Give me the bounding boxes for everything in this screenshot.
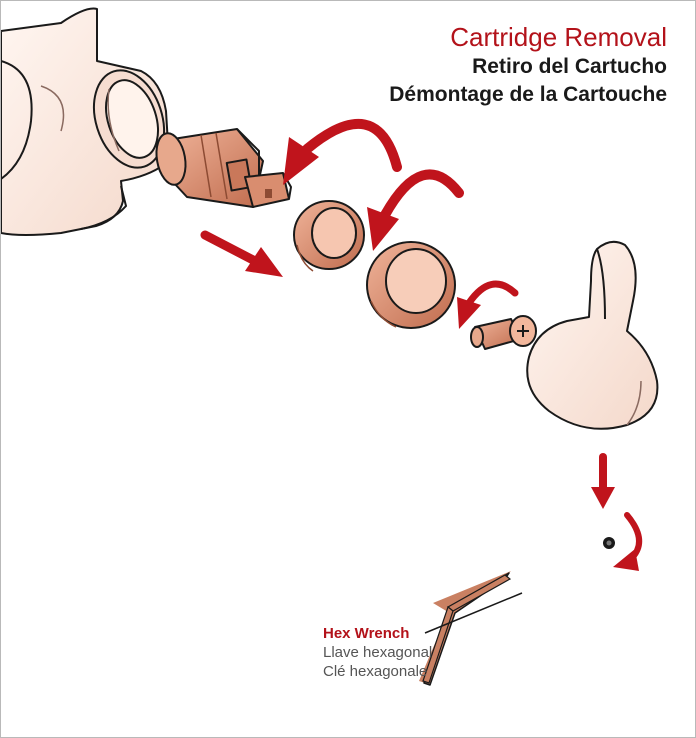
trim-collar: [366, 241, 456, 329]
faucet-body: [1, 7, 170, 236]
title-english: Cartridge Removal: [450, 22, 667, 52]
set-screw: [603, 537, 615, 549]
rotate-arrow-2: [367, 169, 464, 251]
title-block: Cartridge Removal Retiro del Cartucho Dé…: [389, 21, 667, 109]
rotate-arrow-1: [283, 118, 402, 185]
cartridge: [155, 128, 292, 208]
pull-arrow: [200, 230, 283, 277]
rotate-arrow-4: [613, 512, 642, 571]
retaining-nut: [293, 200, 365, 272]
down-arrow: [591, 453, 615, 509]
hex-wrench-label-french: Clé hexagonale: [323, 663, 428, 680]
title-spanish: Retiro del Cartucho: [472, 55, 667, 78]
faucet-handle: [526, 240, 659, 430]
hex-wrench-body: [422, 574, 512, 684]
hex-wrench-label-english: Hex Wrench: [323, 625, 410, 642]
hex-wrench-callout: Hex Wrench Llave hexagonal Clé hexagonal…: [323, 624, 432, 681]
handle-screw: [470, 315, 537, 350]
hex-wrench-leader-line: [424, 592, 523, 634]
title-french: Démontage de la Cartouche: [389, 83, 667, 106]
hex-wrench-label-spanish: Llave hexagonal: [323, 644, 433, 661]
removal-arrows: [200, 118, 642, 571]
rotate-arrow-3: [457, 280, 519, 329]
